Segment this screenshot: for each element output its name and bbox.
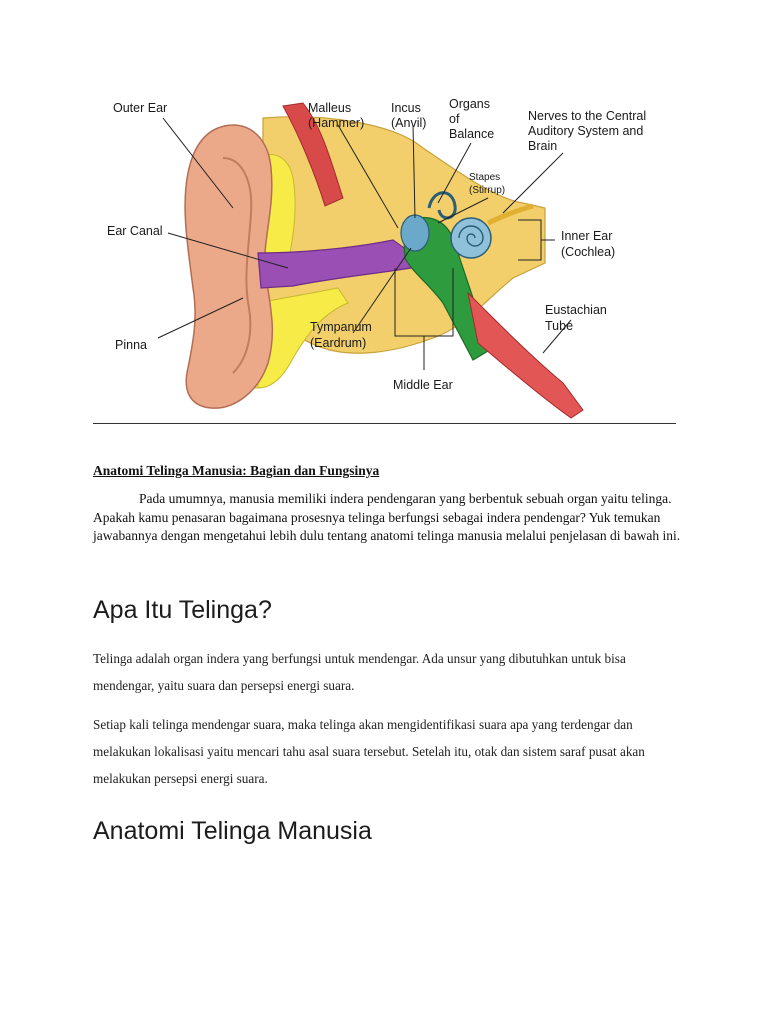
label-hammer: (Hammer) [308,116,364,130]
pinna-inner-fold [222,157,253,374]
intro-paragraph: Pada umumnya, manusia memiliki indera pe… [93,491,681,544]
label-cochlea: (Cochlea) [561,245,615,259]
label-nerves-line3: Brain [528,139,557,153]
label-eustachian-line1: Eustachian [545,303,607,317]
eustachian-tube-shape [467,291,584,419]
label-inner-ear: Inner Ear [561,229,612,243]
horizontal-divider [93,423,676,424]
label-middle-ear: Middle Ear [393,378,453,392]
cochlea-spiral [458,225,484,247]
label-nerves-line1: Nerves to the Central [528,109,646,123]
auditory-nerve [486,203,534,226]
label-ear-canal: Ear Canal [107,224,163,238]
ossicles-shape [400,214,430,252]
cartilage-lower [257,287,349,389]
paragraph-definition: Telinga adalah organ indera yang berfung… [93,651,626,693]
label-incus: Incus [391,101,421,115]
label-organs-line2: of [449,112,460,126]
label-nerves-line2: Auditory System and [528,124,643,138]
muscle-strip [282,102,344,207]
label-eardrum: (Eardrum) [310,336,366,350]
label-stapes: Stapes [469,172,500,183]
label-organs-line1: Organs [449,97,490,111]
ear-anatomy-diagram: Outer Ear Malleus (Hammer) Incus (Anvil)… [93,88,678,428]
label-organs-line3: Balance [449,127,494,141]
ear-anatomy-illustration: Outer Ear Malleus (Hammer) Incus (Anvil)… [107,97,646,419]
label-anvil: (Anvil) [391,116,426,130]
label-stirrup: (Stirrup) [469,185,505,196]
label-malleus: Malleus [308,101,351,115]
heading-anatomi-telinga-manusia: Anatomi Telinga Manusia [93,817,372,845]
label-eustachian-line2: Tube [545,319,573,333]
cochlea-shape [450,217,492,259]
leader-lines [157,117,572,370]
label-outer-ear: Outer Ear [113,101,167,115]
document-title: Anatomi Telinga Manusia: Bagian dan Fung… [93,463,380,478]
semicircular-canals [427,191,457,220]
label-tympanum: Tympanum [310,320,372,334]
label-pinna: Pinna [115,338,147,352]
heading-apa-itu-telinga: Apa Itu Telinga? [93,596,272,624]
paragraph-process: Setiap kali telinga mendengar suara, mak… [93,717,645,786]
